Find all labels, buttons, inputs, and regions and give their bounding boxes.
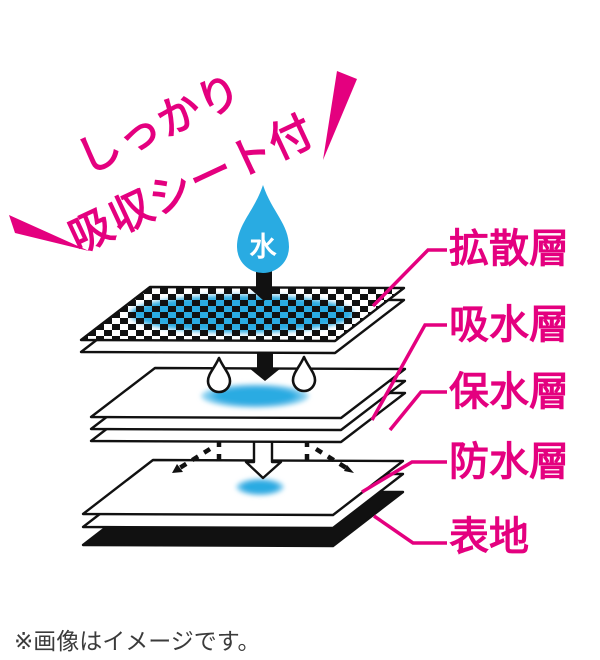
- small-droplet-left-icon: [206, 356, 232, 394]
- emphasis-slash-right-icon: [323, 71, 357, 160]
- label-connector-lines: [361, 248, 447, 545]
- connector-retention: [388, 390, 447, 432]
- label-diffusion-layer: 拡散層: [449, 226, 569, 272]
- label-outer-fabric: 表地: [449, 514, 529, 560]
- emphasis-slash-left-icon: [9, 215, 89, 251]
- absorb-retain-layer-graphic: [89, 355, 407, 444]
- connector-absorption: [370, 323, 447, 421]
- waterproof-outer-layer-graphic: [81, 458, 405, 548]
- image-disclaimer-note: ※画像はイメージです。: [14, 629, 261, 655]
- water-droplet-icon: 水: [237, 185, 289, 273]
- spread-down-arrow-icon: [172, 438, 354, 480]
- connector-diffusion: [371, 248, 447, 308]
- label-absorption-layer: 吸水層: [449, 302, 569, 348]
- connector-waterproof: [361, 460, 447, 494]
- label-retention-layer: 保水層: [449, 369, 569, 415]
- connector-outer-fabric: [373, 514, 447, 545]
- diffusion-layer-graphic: [79, 285, 406, 355]
- small-water-spot: [236, 478, 284, 496]
- absorbed-water-spot: [201, 384, 309, 408]
- water-label: 水: [250, 232, 278, 263]
- small-droplet-right-icon: [291, 355, 317, 393]
- label-waterproof-layer: 防水層: [449, 439, 569, 485]
